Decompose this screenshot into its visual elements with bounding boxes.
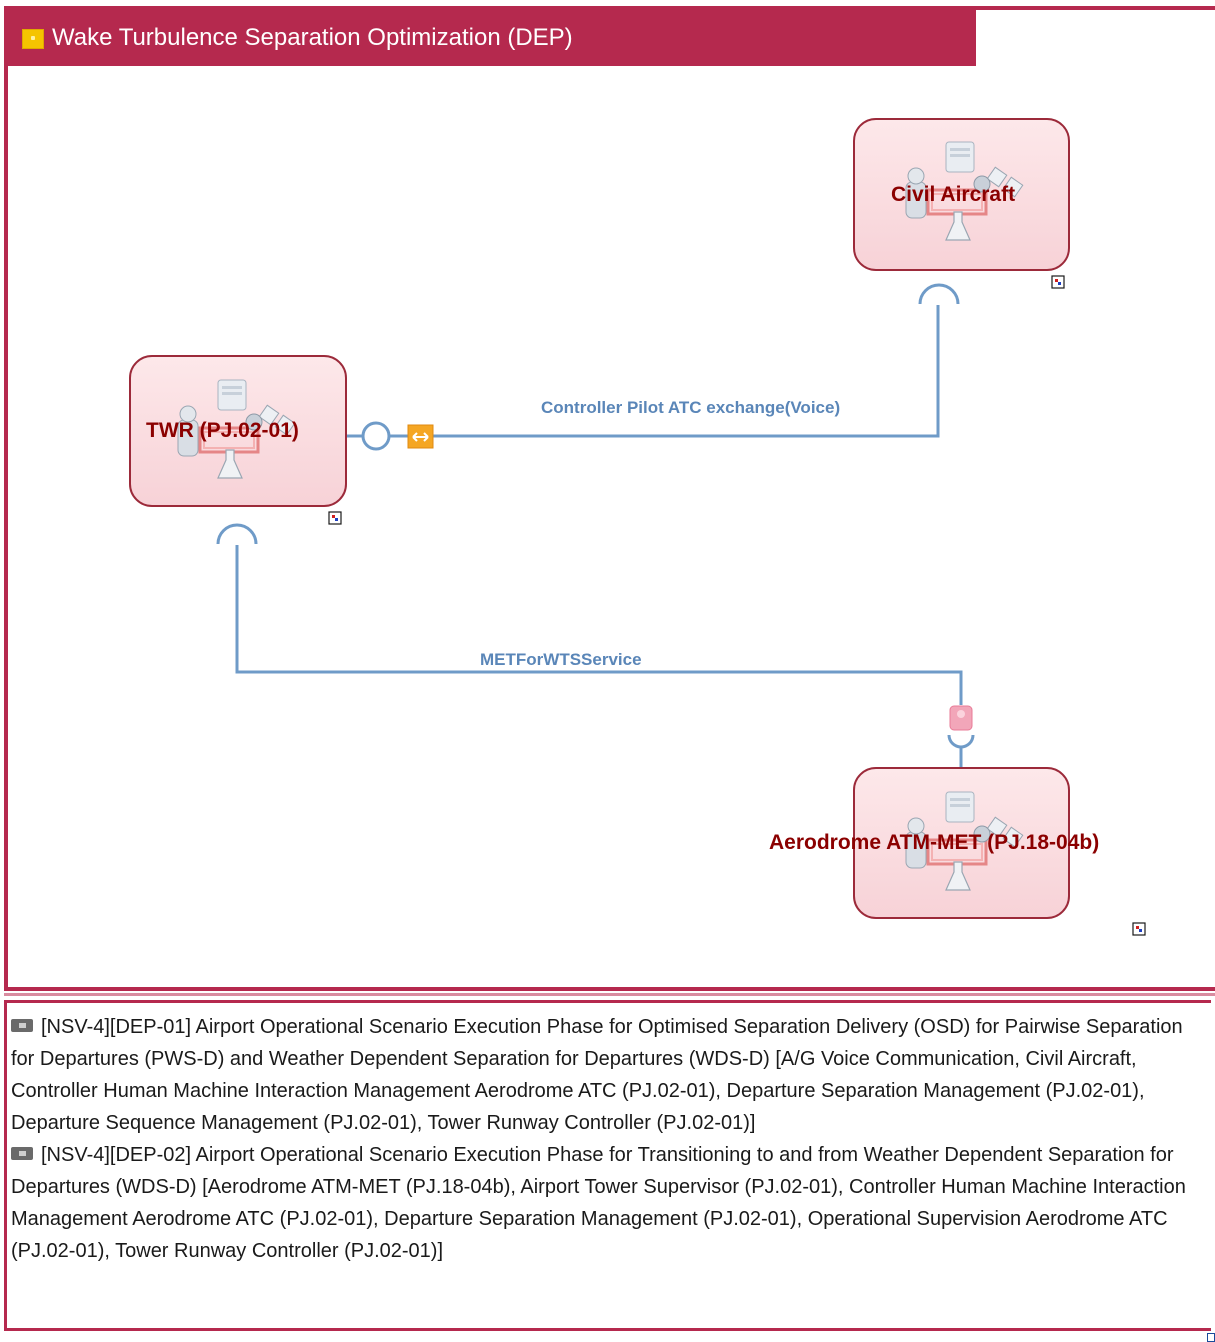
node-civil-aircraft-label: Civil Aircraft <box>891 183 1015 206</box>
civil-aircraft-socket-icon[interactable] <box>918 283 960 305</box>
diagram-title: Wake Turbulence Separation Optimization … <box>52 24 573 51</box>
expand-icon[interactable] <box>328 511 342 525</box>
node-aerodrome-label: Aerodrome ATM-MET (PJ.18-04b) <box>769 831 1099 854</box>
frame-divider <box>4 993 1215 996</box>
expand-icon[interactable] <box>1051 275 1065 289</box>
exchange-icon[interactable] <box>407 424 434 449</box>
note-text: [NSV-4][DEP-01] Airport Operational Scen… <box>11 1016 1183 1134</box>
package-icon <box>22 29 44 49</box>
met-connector-line[interactable] <box>235 545 963 705</box>
expand-icon[interactable] <box>1132 922 1146 936</box>
met-connector-label: METForWTSService <box>480 650 642 669</box>
note-item[interactable]: [NSV-4][DEP-02] Airport Operational Scen… <box>11 1139 1205 1267</box>
diagram-canvas: Controller Pilot ATC exchange(Voice) MET… <box>129 118 1146 936</box>
note-icon <box>11 1019 33 1033</box>
note-item[interactable]: [NSV-4][DEP-01] Airport Operational Scen… <box>11 1011 1205 1139</box>
met-service-icon[interactable] <box>949 705 973 731</box>
diagram-header: Wake Turbulence Separation Optimization … <box>8 10 976 66</box>
voice-connector-label: Controller Pilot ATC exchange(Voice) <box>541 398 840 417</box>
note-text: [NSV-4][DEP-02] Airport Operational Scen… <box>11 1144 1186 1262</box>
aerodrome-socket-icon[interactable] <box>947 734 975 749</box>
twr-socket-icon[interactable] <box>216 523 258 545</box>
notes-panel: [NSV-4][DEP-01] Airport Operational Scen… <box>4 1000 1211 1331</box>
node-civil-aircraft[interactable]: Civil Aircraft <box>853 118 1070 271</box>
voice-connector-line[interactable] <box>410 305 940 438</box>
node-twr-label: TWR (PJ.02-01) <box>146 419 299 442</box>
corner-marker-icon <box>1207 1333 1215 1342</box>
node-aerodrome-atm-met[interactable]: Aerodrome ATM-MET (PJ.18-04b) <box>769 767 1099 919</box>
note-icon <box>11 1147 33 1161</box>
provided-port-icon[interactable] <box>361 421 391 451</box>
node-twr[interactable]: TWR (PJ.02-01) <box>129 355 347 507</box>
